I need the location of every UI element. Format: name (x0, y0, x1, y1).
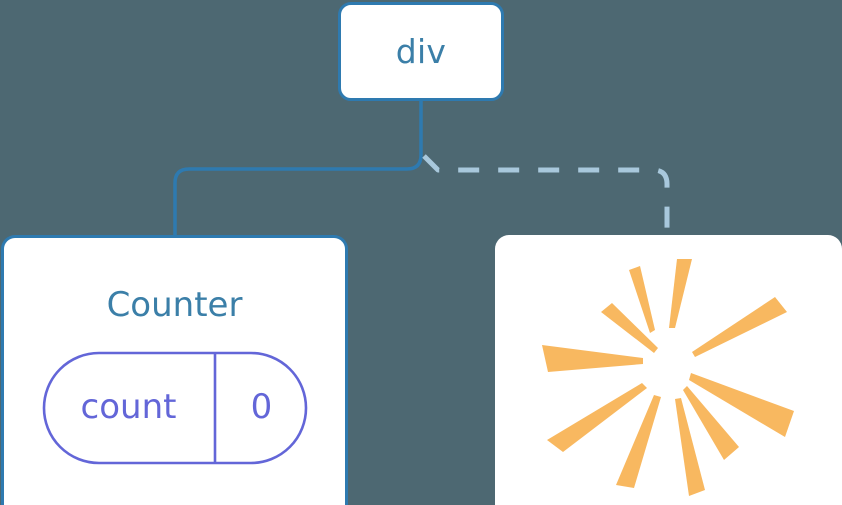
node-spinner[interactable] (495, 235, 842, 505)
node-div[interactable]: div (338, 2, 504, 101)
state-pill[interactable]: count 0 (42, 351, 308, 465)
state-pill-name: count (80, 387, 177, 427)
edge-div-spinner (422, 154, 670, 236)
node-counter-label: Counter (106, 285, 243, 325)
node-div-label: div (395, 32, 447, 71)
state-pill-shape (42, 351, 308, 465)
edge-div-counter (173, 99, 423, 238)
state-pill-value: 0 (250, 387, 273, 427)
sunburst-spinner-icon (542, 259, 794, 496)
